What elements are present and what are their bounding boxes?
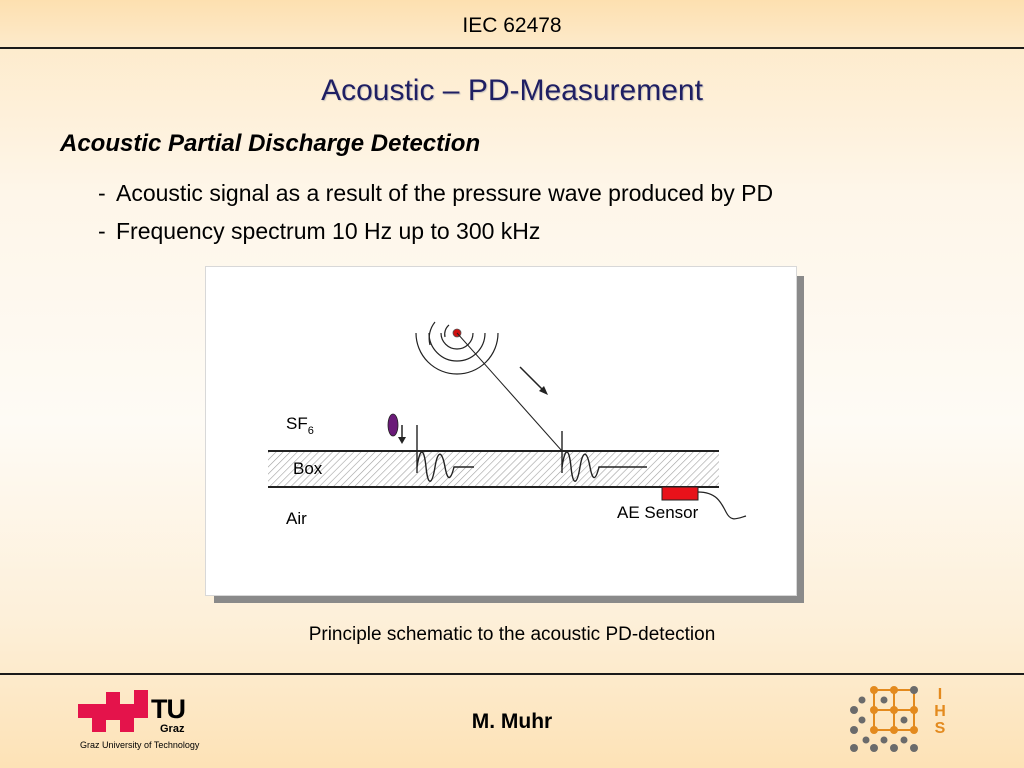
wave-path-line <box>456 332 563 452</box>
figure-caption: Principle schematic to the acoustic PD-d… <box>308 624 716 645</box>
label-ae-sensor: AE Sensor <box>617 503 699 522</box>
particle-arrow-head <box>398 437 406 444</box>
ihs-letter: S <box>934 720 946 737</box>
box-wall <box>268 452 719 486</box>
ae-sensor-icon <box>661 486 699 501</box>
ihs-logo <box>850 686 918 752</box>
wall-wave-left <box>416 425 474 482</box>
ihs-letter: I <box>937 686 943 703</box>
schematic-diagram: SF6 Box Air AE Sensor <box>268 321 747 528</box>
sensor-cable <box>697 491 747 520</box>
ihs-letter: H <box>934 703 946 720</box>
bullet-item: -Frequency spectrum 10 Hz up to 300 kHz <box>98 218 540 245</box>
schematic-figure: SF6 Box Air AE Sensor <box>205 266 805 606</box>
author-name: M. Muhr <box>471 710 553 733</box>
label-air: Air <box>286 509 307 528</box>
bullet-dash: - <box>98 218 106 244</box>
footer-rule <box>0 673 1024 675</box>
label-box: Box <box>293 459 323 478</box>
header-rule <box>0 47 1024 49</box>
tu-graz-logo <box>78 690 148 732</box>
slide-title: Acoustic – PD-Measurement <box>321 74 703 107</box>
tu-logo-subtitle: Graz University of Technology <box>80 740 200 750</box>
particle-icon <box>387 413 399 437</box>
header-band <box>0 0 1024 48</box>
header-title: IEC 62478 <box>462 14 562 37</box>
tu-logo-text: TU <box>151 694 186 724</box>
ihs-logo-letters: I H S <box>932 686 948 737</box>
bullet-dash: - <box>98 180 106 206</box>
pressure-wave-arcs <box>415 321 499 375</box>
wall-wave-right <box>561 431 647 482</box>
figure-panel: SF6 Box Air AE Sensor <box>205 266 797 596</box>
bullet-text: Frequency spectrum 10 Hz up to 300 kHz <box>116 218 541 244</box>
bullet-text: Acoustic signal as a result of the press… <box>116 180 774 206</box>
slide-subtitle: Acoustic Partial Discharge Detection <box>60 130 481 157</box>
bullet-item: -Acoustic signal as a result of the pres… <box>98 180 773 207</box>
propagation-arrow-head <box>539 386 548 395</box>
label-sf6: SF6 <box>286 414 314 437</box>
tu-logo-city: Graz <box>160 723 185 735</box>
